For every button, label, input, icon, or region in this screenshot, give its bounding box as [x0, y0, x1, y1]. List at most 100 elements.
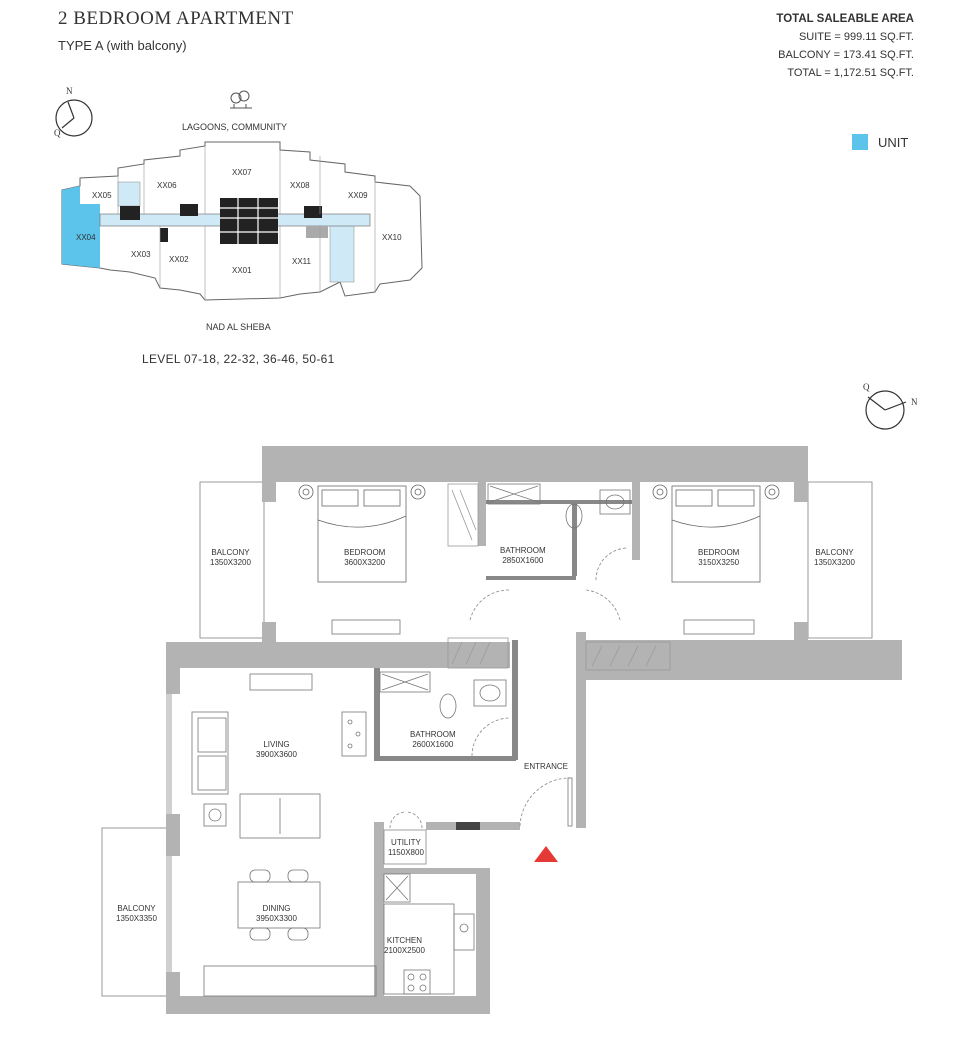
wall: [444, 642, 510, 668]
wall: [166, 972, 180, 996]
room-dining: DINING 3950X3300: [256, 904, 297, 924]
wall: [576, 632, 586, 828]
keyplan-unit-label: XX07: [232, 168, 252, 177]
room-utility: UTILITY 1150X800: [388, 838, 424, 858]
keyplan-unit-highlight: [62, 186, 100, 268]
room-balcony-right: BALCONY 1350X3200: [814, 548, 855, 568]
room-name: BEDROOM: [344, 548, 386, 557]
room-bathroom-1: BATHROOM 2850X1600: [500, 546, 546, 566]
area-heading: TOTAL SALEABLE AREA: [776, 13, 914, 25]
legend-swatch: [852, 134, 868, 150]
wall: [374, 868, 490, 874]
keyplan-bottom-label: NAD AL SHEBA: [206, 322, 271, 332]
room-size: 3600X3200: [344, 558, 386, 567]
area-suite: SUITE = 999.11 SQ.FT.: [798, 31, 914, 43]
tv-unit: [331, 619, 401, 635]
sofa-icon: [191, 711, 367, 839]
door-swings: [389, 547, 629, 829]
keyplan-core: [220, 198, 278, 244]
room-living: LIVING 3900X3600: [256, 740, 297, 760]
keyplan-unit-label: XX01: [232, 266, 252, 275]
room-name: LIVING: [263, 740, 290, 749]
keyplan-unit-label: XX08: [290, 181, 310, 190]
room-name: BALCONY: [815, 548, 854, 557]
legend-label: UNIT: [878, 134, 909, 150]
wall: [632, 482, 640, 560]
room-size: 1150X800: [388, 848, 424, 857]
keyplan-unit-label: XX09: [348, 191, 368, 200]
wall-living: [166, 642, 444, 694]
wall: [262, 622, 276, 642]
keyplan-unit-label: XX04: [76, 233, 96, 242]
room-kitchen: KITCHEN 2100X2500: [384, 936, 425, 956]
wall: [572, 504, 577, 576]
wall: [476, 868, 490, 996]
keyplan-unit-label: XX02: [169, 255, 189, 264]
wall: [166, 814, 180, 856]
entry-marker-icon: [534, 846, 558, 862]
room-size: 3150X3250: [698, 558, 740, 567]
keyplan-unit-label: XX03: [131, 250, 151, 259]
wall: [512, 640, 518, 760]
page-subtitle: TYPE A (with balcony): [58, 38, 187, 53]
wall-bottom: [166, 996, 490, 1014]
page-title: 2 BEDROOM APARTMENT: [58, 8, 294, 29]
keyplan-compass-icon: [55, 99, 93, 137]
bathroom-fixtures: [379, 671, 507, 719]
wall: [374, 822, 384, 996]
wall: [486, 576, 576, 580]
floorplan: [101, 446, 902, 1014]
room-name: BATHROOM: [410, 730, 456, 739]
keyplan-compass-q: Q: [54, 128, 61, 138]
level-label: LEVEL 07-18, 22-32, 36-46, 50-61: [142, 352, 335, 366]
wall: [374, 756, 516, 761]
wardrobe: [447, 483, 671, 671]
keyplan-unit-light: [117, 181, 141, 207]
room-size: 2600X1600: [412, 740, 454, 749]
bathroom-fixtures: [487, 483, 631, 529]
keyplan-unit-label: XX11: [292, 257, 311, 266]
legend: UNIT: [852, 134, 908, 150]
bed-icon: [652, 484, 780, 583]
compass-q: Q: [863, 382, 870, 392]
wall: [166, 694, 172, 814]
room-size: 2100X2500: [384, 946, 425, 955]
room-name: UTILITY: [391, 838, 421, 847]
room-size: 2850X1600: [502, 556, 544, 565]
keyplan-unit-label: XX05: [92, 191, 112, 200]
room-name: BALCONY: [211, 548, 250, 557]
keyplan-compass-north: N: [66, 86, 73, 96]
community-icon: [230, 90, 252, 109]
keyplan-core: [306, 226, 328, 238]
keyplan-core: [304, 206, 322, 218]
room-bathroom-2: BATHROOM 2600X1600: [410, 730, 456, 750]
wall: [456, 822, 480, 830]
room-balcony-left: BALCONY 1350X3200: [210, 548, 251, 568]
room-size: 3900X3600: [256, 750, 297, 759]
room-name: KITCHEN: [386, 936, 423, 945]
room-name: ENTRANCE: [524, 762, 569, 771]
area-balcony: BALCONY = 173.41 SQ.FT.: [778, 49, 914, 61]
bed-icon: [298, 484, 426, 583]
entrance-frame: [567, 777, 573, 827]
wall-right-wing: [586, 640, 902, 680]
keyplan-core: [120, 206, 140, 220]
wall: [374, 668, 380, 760]
kitchen-fixtures: [383, 873, 475, 995]
room-bedroom-2: BEDROOM 3150X3250: [698, 548, 739, 568]
wall-top: [262, 446, 808, 502]
area-summary: TOTAL SALEABLE AREA SUITE = 999.11 SQ.FT…: [776, 10, 914, 82]
balcony-right-outline: [807, 481, 873, 639]
tv-unit: [249, 673, 313, 691]
area-total: TOTAL = 1,172.51 SQ.FT.: [787, 67, 914, 79]
keyplan-unit-label: XX10: [382, 233, 402, 242]
room-size: 3950X3300: [256, 914, 297, 923]
balcony-left-outline: [199, 481, 265, 639]
wall: [486, 500, 632, 504]
sideboard: [203, 965, 377, 997]
keyplan-unit-label: XX06: [157, 181, 177, 190]
keyplan-top-label: LAGOONS, COMMUNITY: [182, 122, 288, 132]
room-bedroom-1: BEDROOM 3600X3200: [344, 548, 385, 568]
keyplan: [61, 90, 423, 301]
